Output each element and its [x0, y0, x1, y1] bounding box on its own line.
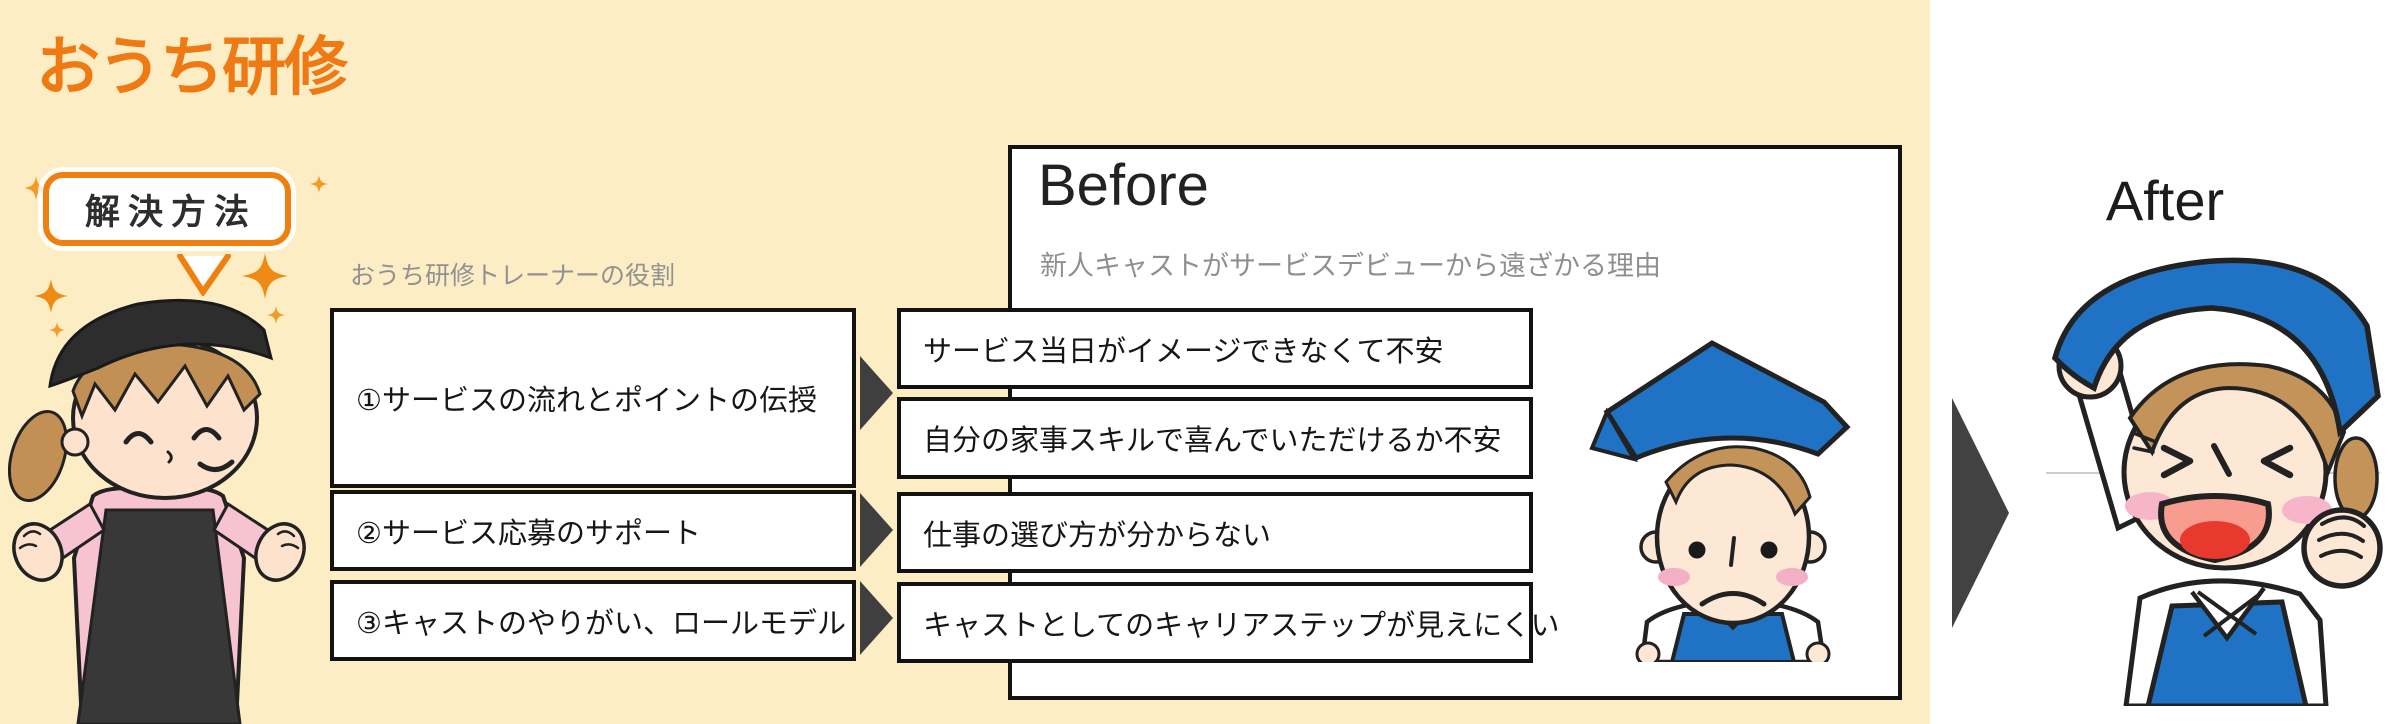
before-subtitle: 新人キャストがサービスデビューから遠ざかる理由 [1040, 251, 1661, 281]
trainer-character-illustration [8, 298, 306, 724]
flow-arrow-icon [860, 493, 893, 567]
speech-bubble-tail [177, 254, 231, 296]
before-after-transition-arrow-icon [1952, 398, 2009, 628]
reason-box-3: 仕事の選び方が分からない [897, 492, 1533, 573]
role-box-1: ①サービスの流れとポイントの伝授 [330, 308, 856, 488]
reason-box-1: サービス当日がイメージできなくて不安 [897, 308, 1533, 389]
trainer-roles-caption: おうち研修トレーナーの役割 [350, 262, 676, 290]
reason-box-2: 自分の家事スキルで喜んでいただけるか不安 [897, 397, 1533, 479]
worried-cast-character-illustration [1589, 340, 1851, 662]
cheering-cast-character-illustration [2051, 257, 2383, 706]
flow-arrow-icon [860, 356, 893, 430]
role-box-2: ②サービス応募のサポート [330, 490, 856, 571]
after-title: After [2105, 169, 2225, 232]
page-title: おうち研修 [36, 31, 348, 103]
solution-speech-bubble: 解決方法 [43, 172, 291, 246]
role-box-3: ③キャストのやりがい、ロールモデル [330, 580, 856, 661]
flow-arrow-icon [860, 581, 893, 655]
before-title: Before [1038, 153, 1209, 218]
reason-box-4: キャストとしてのキャリアステップが見えにくい [897, 582, 1560, 663]
